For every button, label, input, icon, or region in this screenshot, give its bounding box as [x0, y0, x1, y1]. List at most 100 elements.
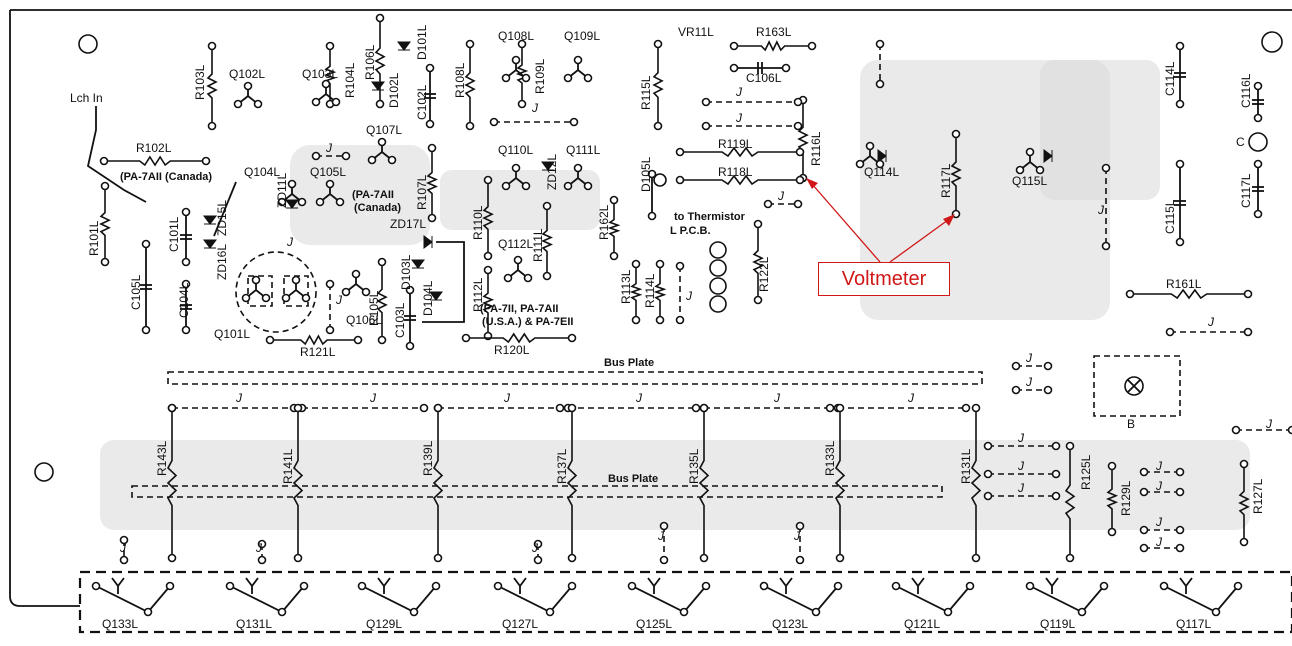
pad	[983, 469, 993, 479]
label-r112l: R112L	[471, 277, 485, 312]
pad	[1175, 159, 1185, 169]
label-r137l: R137L	[555, 448, 569, 484]
jumper-label: J	[735, 85, 743, 99]
svg-text:Q114L: Q114L	[864, 165, 899, 179]
jumper-label: J	[1155, 515, 1163, 529]
pad	[1125, 289, 1135, 299]
pad	[699, 553, 709, 563]
resistor	[1130, 288, 1248, 300]
pad	[293, 553, 303, 563]
label-r110l: R110L	[471, 205, 485, 240]
label-q131l: Q131L	[236, 617, 272, 631]
resistor	[426, 148, 438, 218]
resistor	[374, 18, 386, 104]
pad	[542, 201, 552, 211]
label-d101l: D101L	[415, 24, 429, 60]
jumper-label: J	[735, 111, 743, 125]
label-r129l: R129L	[1119, 480, 1133, 516]
pad	[353, 335, 363, 345]
pad	[795, 147, 805, 157]
resistor	[797, 100, 809, 178]
resistor	[1105, 466, 1119, 532]
label-r109l: R109L	[533, 58, 547, 94]
pad	[167, 403, 177, 413]
resistor	[653, 264, 667, 320]
output-transistor	[627, 577, 711, 617]
label-zd16l: ZD16L	[215, 244, 229, 280]
resistor	[99, 186, 111, 262]
pad	[433, 553, 443, 563]
pad	[691, 403, 701, 413]
components-layer	[86, 13, 1292, 617]
pad	[609, 251, 619, 261]
pad	[141, 325, 151, 335]
pad	[257, 555, 267, 565]
pad	[763, 199, 773, 209]
label-zd11l: ZD11L	[275, 173, 289, 208]
label-c104l: C104L	[177, 282, 191, 318]
svg-text:Q115L: Q115L	[1012, 174, 1047, 188]
diode	[541, 161, 555, 171]
svg-text:Q104L: Q104L	[244, 165, 280, 179]
pad	[405, 285, 415, 295]
pad	[793, 121, 803, 131]
label-r139l: R139L	[421, 440, 435, 476]
jumper-label: J	[635, 391, 643, 405]
jumper-label: J	[1265, 417, 1273, 431]
pad	[1239, 459, 1249, 469]
output-transistor	[225, 577, 309, 617]
pad	[1175, 99, 1185, 109]
jumper-label: J	[685, 289, 693, 303]
pad	[835, 403, 845, 413]
pad	[100, 181, 110, 191]
pad	[1043, 361, 1053, 371]
copper-shading	[100, 60, 1250, 530]
pad	[119, 535, 129, 545]
jumper-label: J	[1025, 351, 1033, 365]
resistor	[432, 408, 444, 558]
pad	[119, 555, 129, 565]
jumper-label: J	[1155, 535, 1163, 549]
resistor	[566, 408, 578, 558]
svg-text:R119L: R119L	[718, 137, 753, 151]
output-transistor	[1025, 577, 1109, 617]
svg-text:Q111L: Q111L	[566, 143, 601, 157]
resistor	[752, 224, 764, 300]
svg-text:(U.S.A.) & PA-7EII: (U.S.A.) & PA-7EII	[482, 316, 573, 328]
transistor	[501, 55, 531, 83]
jumper-label: J	[255, 541, 263, 555]
label-r111l: R111L	[531, 228, 545, 262]
pad	[405, 341, 415, 351]
label-q119l: Q119L	[1040, 617, 1075, 631]
svg-text:Q102L: Q102L	[229, 67, 265, 81]
pad	[569, 117, 579, 127]
pad	[807, 41, 817, 51]
svg-text:R118L: R118L	[718, 165, 753, 179]
output-transistor	[493, 577, 577, 617]
label-q129l: Q129L	[366, 617, 402, 631]
pad	[983, 441, 993, 451]
resistor	[376, 262, 388, 340]
jumper-label: J	[325, 141, 333, 155]
pad	[181, 257, 191, 267]
svg-text:B: B	[1127, 417, 1135, 431]
pad	[483, 175, 493, 185]
label-c114l: C114L	[1163, 61, 1177, 96]
resistor	[515, 44, 529, 104]
diode	[423, 235, 433, 249]
pad	[659, 555, 669, 565]
pad	[419, 403, 429, 413]
label-d104l: D104L	[421, 280, 435, 316]
resistor	[970, 408, 982, 558]
label-r131l: R131L	[959, 448, 973, 484]
output-transistor	[891, 577, 975, 617]
label-c103l: C103L	[393, 302, 407, 338]
resistor	[482, 180, 494, 256]
jumper-label: J	[1155, 459, 1163, 473]
output-transistor	[1159, 577, 1243, 617]
pad	[795, 521, 805, 531]
pad	[325, 325, 335, 335]
diode	[877, 149, 887, 163]
svg-text:L P.C.B.: L P.C.B.	[670, 225, 711, 237]
label-r114l: R114L	[643, 273, 657, 308]
